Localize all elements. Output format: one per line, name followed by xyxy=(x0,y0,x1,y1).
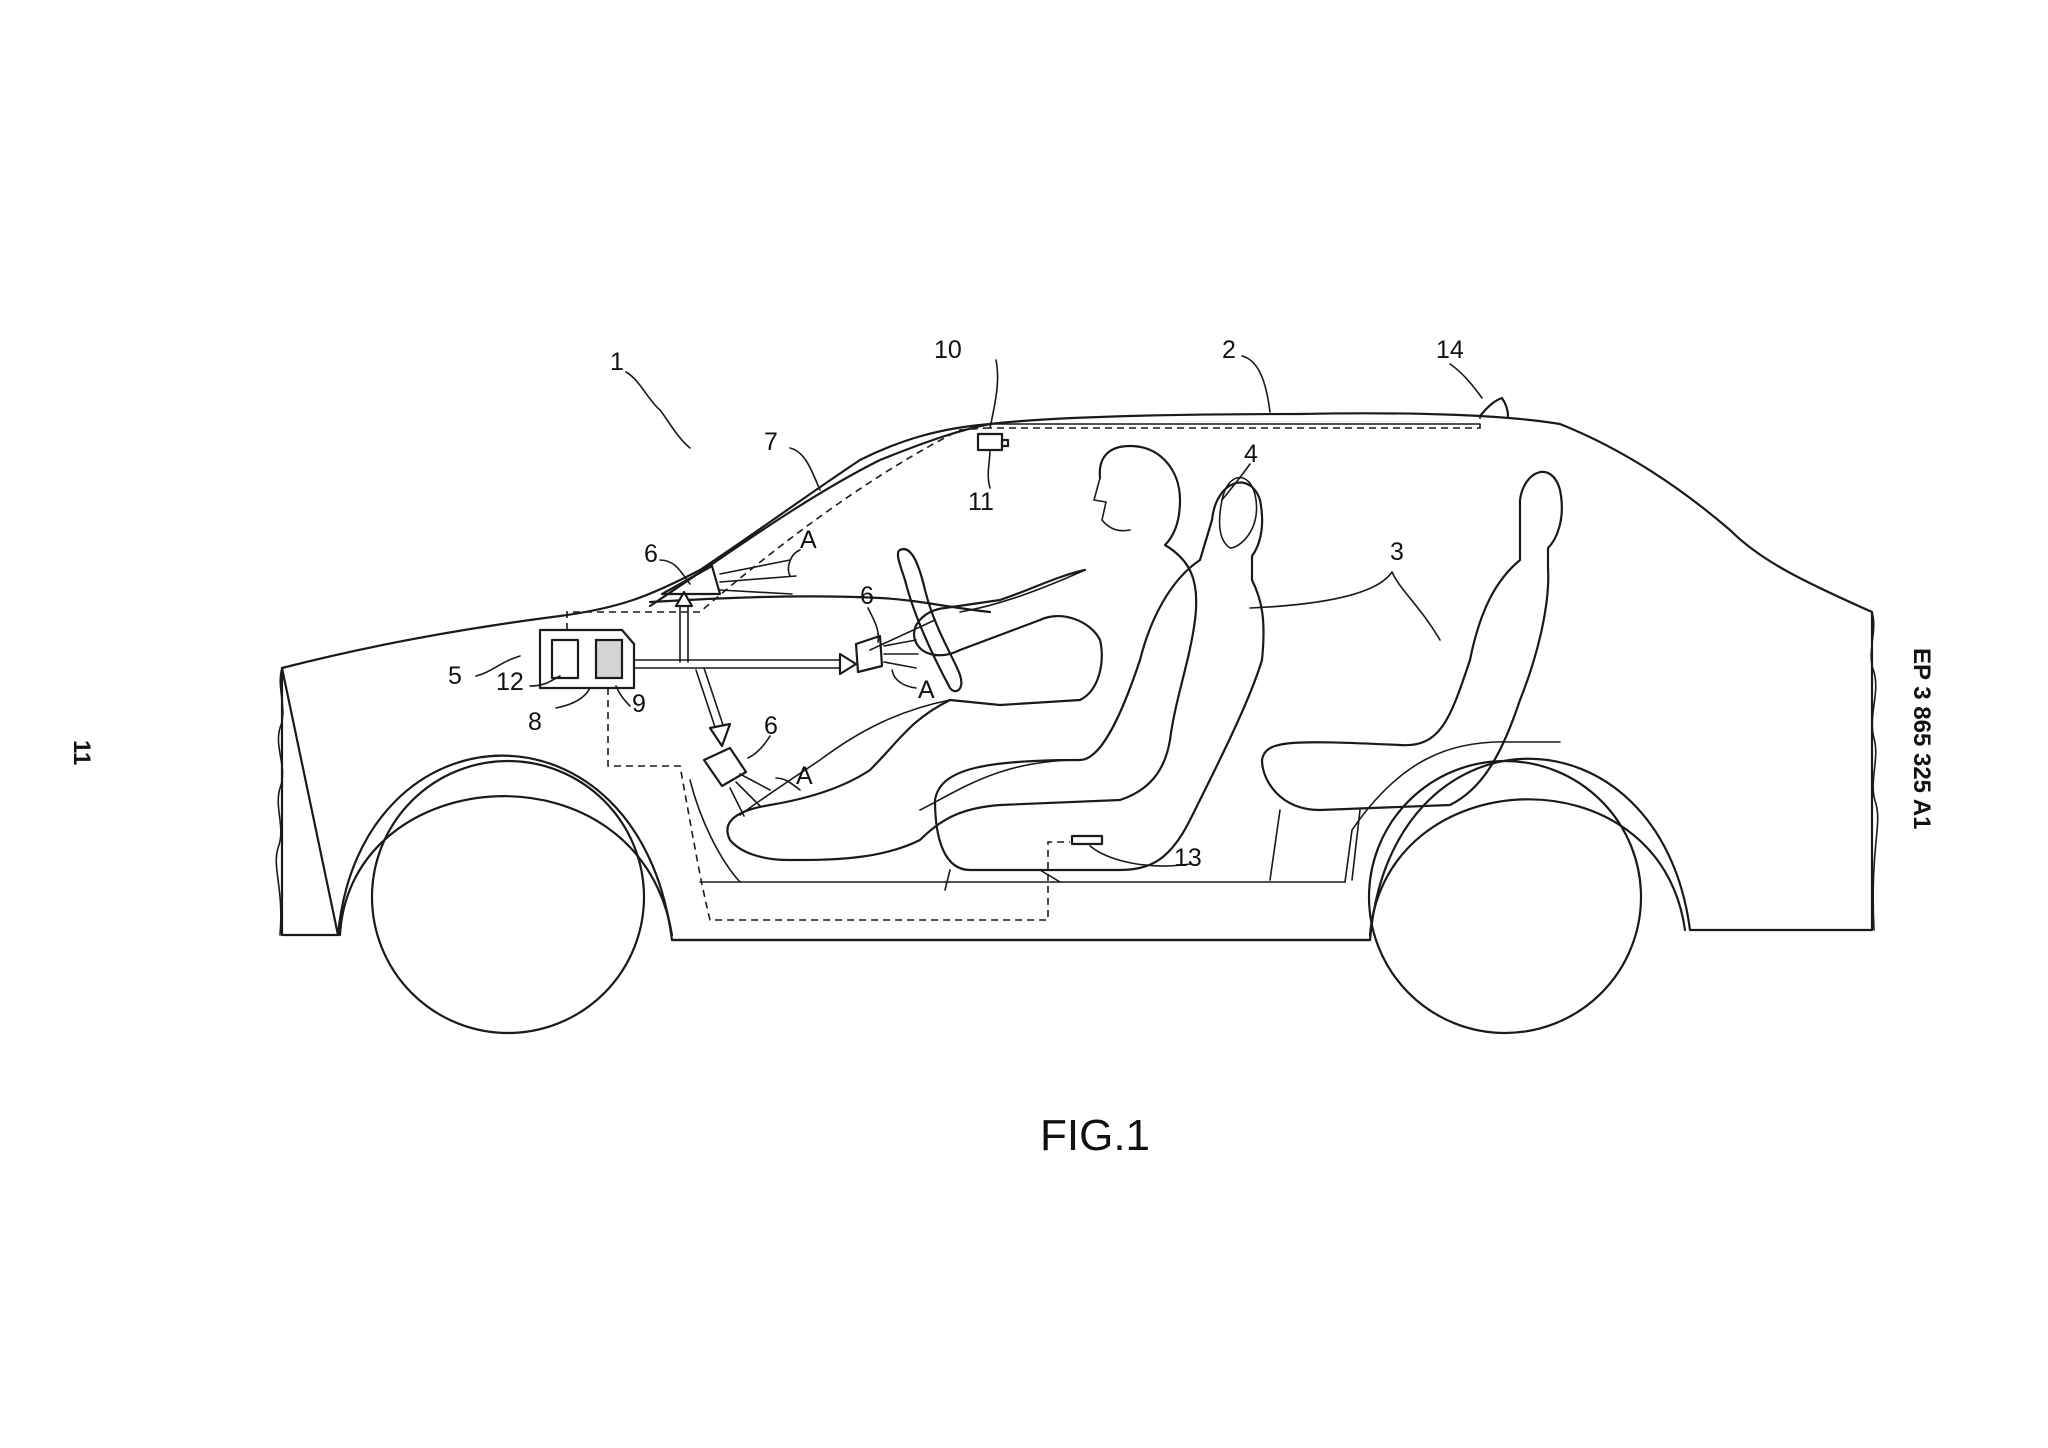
label-antenna: 14 xyxy=(1436,336,1464,364)
reference-numerals: 1 2 3 4 5 6 6 6 7 8 9 10 11 12 13 14 A A… xyxy=(448,336,1464,872)
publication-number: EP 3 865 325 A1 xyxy=(1908,648,1935,829)
occupant xyxy=(726,444,1198,862)
air-ducts xyxy=(633,590,858,748)
label-seats: 3 xyxy=(1390,538,1404,566)
page-number: 11 xyxy=(68,740,95,765)
outlet-foot-icon xyxy=(702,746,748,788)
outlet-mid-icon xyxy=(854,634,884,674)
seat-sensor-icon xyxy=(1070,834,1104,846)
label-airflow-foot: A xyxy=(796,762,813,790)
front-wheel xyxy=(370,759,646,1035)
steering-wheel xyxy=(896,547,963,693)
label-outlet-foot: 6 xyxy=(764,712,778,740)
label-windshield: 7 xyxy=(764,428,778,456)
label-controller: 12 xyxy=(496,668,524,696)
label-camera-unit: 10 xyxy=(934,336,962,364)
label-camera: 11 xyxy=(968,488,994,516)
label-reservoir: 9 xyxy=(632,690,646,718)
seats xyxy=(933,470,1563,891)
label-seat-sensor: 13 xyxy=(1174,844,1202,872)
control-unit xyxy=(538,628,636,690)
rear-wheel xyxy=(1367,759,1643,1035)
label-airflow-top: A xyxy=(800,526,817,554)
camera xyxy=(976,432,1010,452)
label-vehicle: 1 xyxy=(610,348,624,376)
label-control-unit: 8 xyxy=(528,708,542,736)
antenna-icon xyxy=(1478,396,1510,418)
label-outlet-mid: 6 xyxy=(860,582,874,610)
car-body xyxy=(275,396,1879,1035)
label-system: 5 xyxy=(448,662,462,690)
leader-lines xyxy=(475,355,1483,867)
figure-caption: FIG.1 xyxy=(1040,1111,1150,1160)
label-airflow-mid: A xyxy=(918,676,935,704)
label-roof: 2 xyxy=(1222,336,1236,364)
label-outlet-top: 6 xyxy=(644,540,658,568)
signal-lines xyxy=(566,416,1481,921)
label-occupant: 4 xyxy=(1244,440,1258,468)
camera-icon xyxy=(976,432,1004,452)
outlet-top-icon xyxy=(660,564,722,596)
scent-reservoir xyxy=(594,638,624,680)
airflow-arrows xyxy=(719,559,919,817)
